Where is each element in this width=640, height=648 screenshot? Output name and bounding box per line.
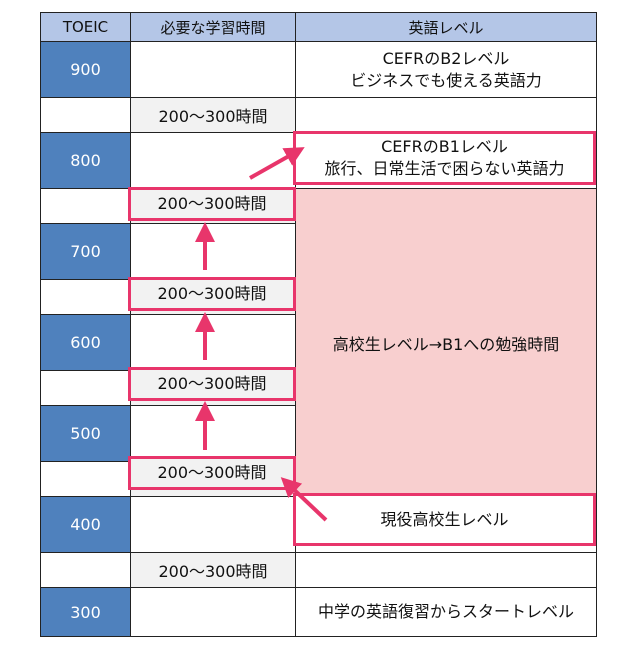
level-b1-line1: CEFRのB1レベル — [381, 137, 508, 156]
hours-cell-empty — [130, 41, 296, 98]
level-hs-to-b1: 高校生レベル→B1への勉強時間 — [295, 188, 597, 497]
highlight-hours-600-500: 200〜300時間 — [128, 367, 296, 401]
highlight-hs-level: 現役高校生レベル — [293, 493, 596, 546]
score-cell-empty — [40, 97, 131, 133]
score-cell-empty — [40, 461, 131, 497]
level-cell-empty — [295, 97, 597, 133]
level-b2: CEFRのB2レベル ビジネスでも使える英語力 — [295, 41, 597, 98]
highlight-hours-700-600: 200〜300時間 — [128, 277, 296, 311]
score-900: 900 — [40, 41, 131, 98]
highlight-hours-800-700: 200〜300時間 — [128, 187, 296, 221]
score-400: 400 — [40, 496, 131, 553]
score-700: 700 — [40, 223, 131, 280]
header-toeic: TOEIC — [40, 12, 131, 42]
score-cell-empty — [40, 552, 131, 588]
hours-900-800: 200〜300時間 — [130, 97, 296, 133]
hours-cell-empty — [130, 223, 296, 280]
level-cell-empty — [295, 552, 597, 588]
score-500: 500 — [40, 405, 131, 462]
score-800: 800 — [40, 132, 131, 189]
level-b2-line2: ビジネスでも使える英語力 — [350, 70, 542, 90]
score-cell-empty — [40, 279, 131, 315]
score-cell-empty — [40, 188, 131, 224]
highlight-hours-500-400: 200〜300時間 — [128, 456, 296, 490]
level-jh: 中学の英語復習からスタートレベル — [295, 587, 597, 637]
level-b1-line2: 旅行、日常生活で困らない英語力 — [324, 159, 565, 178]
score-600: 600 — [40, 314, 131, 371]
hours-cell-empty — [130, 405, 296, 462]
level-b2-line1: CEFRのB2レベル — [382, 48, 510, 68]
hours-cell-empty — [130, 587, 296, 637]
hours-cell-empty — [130, 496, 296, 553]
header-level: 英語レベル — [295, 12, 597, 42]
score-300: 300 — [40, 587, 131, 637]
highlight-b1-level: CEFRのB1レベル 旅行、日常生活で困らない英語力 — [293, 131, 596, 185]
header-hours: 必要な学習時間 — [130, 12, 296, 42]
hours-cell-empty — [130, 314, 296, 371]
score-cell-empty — [40, 370, 131, 406]
hours-cell-empty — [130, 132, 296, 189]
hours-400-300: 200〜300時間 — [130, 552, 296, 588]
